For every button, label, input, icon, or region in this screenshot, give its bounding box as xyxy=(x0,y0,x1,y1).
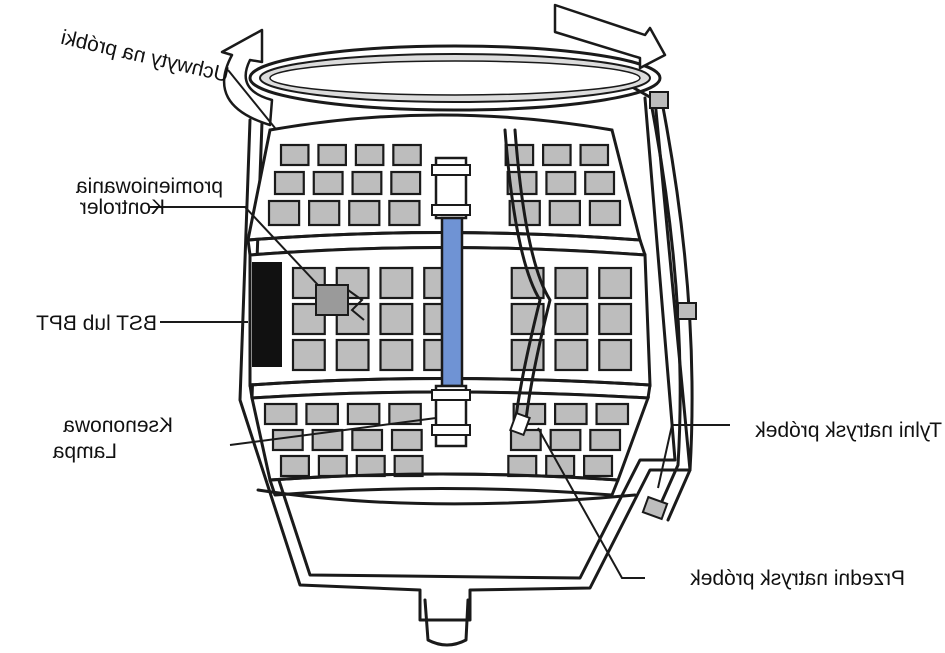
leader-radiation-controller xyxy=(150,206,319,286)
sample-panel xyxy=(291,338,326,372)
sample-panel xyxy=(554,338,589,372)
sample-panel xyxy=(291,266,326,300)
sample-panel xyxy=(273,170,305,196)
label-front-spray: Przedni natrysk próbek xyxy=(690,567,905,590)
sample-panel xyxy=(579,143,610,167)
label-xenon-lamp-line2: Lampa xyxy=(52,440,117,463)
sample-panel xyxy=(263,402,298,426)
sample-panel xyxy=(348,199,381,227)
leader-sample-holders xyxy=(227,69,276,129)
bst-bpt-sensor xyxy=(252,262,282,367)
front-spray-pipe xyxy=(503,128,552,437)
label-radiation-controller-line1: promieniowania xyxy=(76,175,223,198)
sample-panel xyxy=(351,428,384,452)
radiation-controller-sensor xyxy=(315,284,365,321)
sample-panel xyxy=(279,454,310,478)
rear-spray-pipe xyxy=(641,91,697,522)
label-bst-bpt: BST lub BPT xyxy=(36,312,157,335)
rotation-arrow-icon xyxy=(553,3,667,70)
sample-panel xyxy=(509,428,542,452)
sample-panel xyxy=(355,454,386,478)
sample-panel xyxy=(346,402,381,426)
sample-panel xyxy=(305,402,339,426)
sample-panel xyxy=(311,428,344,452)
xenon-lamp xyxy=(431,156,471,448)
sample-panel xyxy=(584,170,616,196)
sample-holder-ring xyxy=(248,44,662,112)
label-xenon-lamp-line1: Ksenonowa xyxy=(63,414,173,437)
sample-panel xyxy=(279,143,310,167)
label-radiation-controller-line2: Kontroler xyxy=(80,196,165,219)
sample-panel xyxy=(390,170,422,196)
sample-panel xyxy=(379,266,414,300)
sample-panel xyxy=(390,428,423,452)
sample-panel xyxy=(393,454,424,478)
sample-panel xyxy=(583,454,614,478)
sample-panel xyxy=(354,143,385,167)
sample-panel xyxy=(554,266,589,300)
sample-panel xyxy=(589,428,622,452)
sample-panel xyxy=(379,338,414,372)
sample-panel xyxy=(598,338,633,372)
rotation-arrow-icon xyxy=(220,28,274,127)
sample-panel xyxy=(545,170,577,196)
sample-panel xyxy=(554,302,589,336)
sample-panel xyxy=(317,143,347,167)
sample-panel xyxy=(598,302,633,336)
sample-panel xyxy=(507,454,538,478)
sample-panel xyxy=(335,338,370,372)
leader-front-spray xyxy=(537,427,645,579)
sample-panel xyxy=(312,170,344,196)
sample-panel xyxy=(595,402,630,426)
leader-xenon-lamp xyxy=(229,417,437,446)
sample-panel xyxy=(317,454,348,478)
sample-panel xyxy=(504,143,535,167)
sample-panel xyxy=(351,170,383,196)
sample-panel xyxy=(379,302,414,336)
sample-panel xyxy=(554,402,588,426)
sample-panel xyxy=(598,266,633,300)
sample-panel xyxy=(392,143,422,167)
sample-panel xyxy=(588,199,622,227)
sample-panel xyxy=(267,199,301,227)
sample-panel xyxy=(308,199,341,227)
label-rear-spray: Tylni natrysk próbek xyxy=(755,419,942,442)
sample-panel xyxy=(549,428,582,452)
sample-panel xyxy=(271,428,304,452)
sample-panel xyxy=(548,199,581,227)
sample-panel xyxy=(388,199,421,227)
sample-panel xyxy=(542,143,572,167)
leader-rear-spray xyxy=(657,424,730,489)
sample-panel xyxy=(388,402,422,426)
label-sample-holders: Uchwyty na próbki xyxy=(59,26,231,87)
